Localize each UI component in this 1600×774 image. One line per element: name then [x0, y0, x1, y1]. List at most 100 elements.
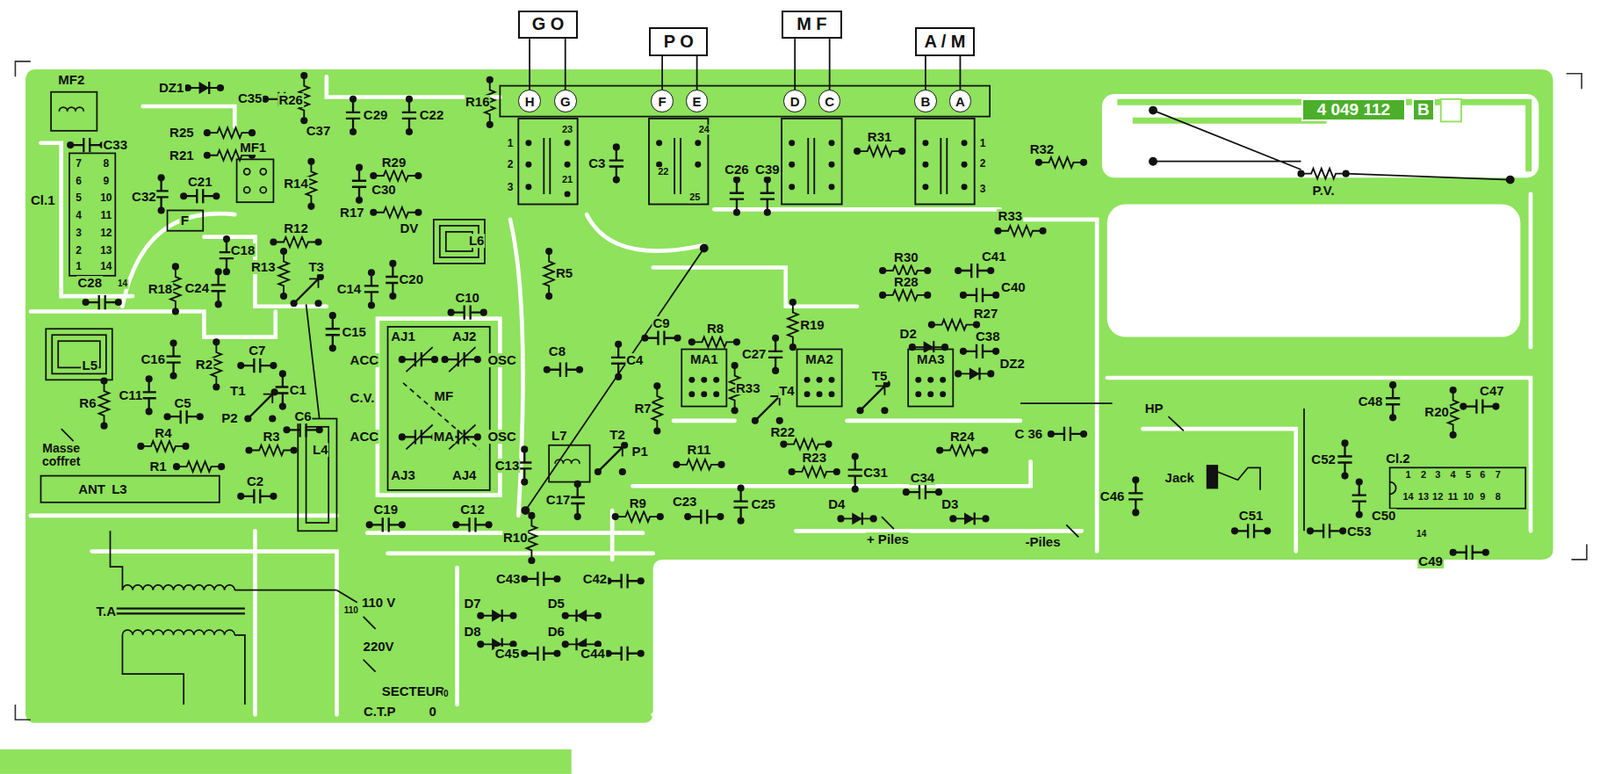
component-label: 14 [1415, 528, 1428, 539]
board-ref-tag: B [1412, 98, 1435, 122]
component-label: 24 [698, 124, 711, 136]
component-label: ACC [349, 429, 381, 444]
terminal-circle: G [554, 89, 577, 113]
component-label: 8 [102, 158, 111, 170]
component-label: C 36 [1013, 426, 1044, 441]
component-label: C35 [237, 91, 264, 106]
component-label: R1 [149, 459, 168, 474]
component-label: P2 [220, 411, 238, 426]
component-label: OSC [486, 429, 518, 444]
selector-wire [959, 56, 962, 90]
terminal-circle: H [518, 89, 541, 113]
selector-switches [518, 99, 1462, 205]
component-label: T1 [229, 383, 247, 398]
component-label: D2 [899, 326, 918, 341]
component-label: R17 [338, 205, 366, 220]
component-label: R30 [893, 250, 920, 265]
component-label: C18 [230, 243, 257, 258]
selector-wire [564, 38, 567, 90]
component-label: C30 [370, 182, 397, 197]
node-text: G [560, 93, 571, 109]
component-label: Cl.1 [29, 193, 57, 208]
component-label: R16 [464, 94, 491, 109]
component-label: R26 [277, 93, 304, 108]
component-label: D7 [462, 596, 482, 611]
component-label: 110 V [360, 595, 397, 610]
component-label: C37 [305, 123, 332, 138]
component-label: 2 [979, 158, 988, 170]
component-label: T4 [778, 383, 796, 398]
component-label: C14 [336, 281, 363, 296]
component-label: R18 [147, 281, 174, 296]
component-label: C4 [625, 353, 644, 368]
component-label: C13 [494, 458, 521, 473]
component-label: 7 [1494, 470, 1502, 482]
wires [109, 86, 1514, 705]
component-label: DZ1 [158, 80, 185, 95]
component-label: Masse coffret [32, 442, 91, 469]
component-label: 23 [561, 124, 574, 136]
component-label: D6 [547, 624, 566, 639]
component-label: AJ2 [451, 330, 478, 345]
component-label: C50 [1370, 508, 1398, 523]
component-label: R25 [168, 125, 195, 140]
component-label: C47 [1478, 383, 1506, 398]
component-label: R9 [628, 496, 648, 511]
component-label: + Piles [865, 532, 910, 547]
node-text: P O [663, 31, 694, 52]
component-label: T5 [871, 368, 889, 383]
component-label: C29 [362, 108, 390, 123]
component-label: 8 [1494, 491, 1502, 503]
component-label: D3 [940, 497, 959, 512]
component-label: C25 [749, 497, 777, 512]
terminal-circle: C [818, 89, 842, 113]
component-label: R28 [893, 274, 920, 289]
component-label: R10 [502, 530, 529, 545]
component-label: C1 [288, 382, 308, 397]
component-label: Jack [1164, 470, 1196, 485]
band-box: A / M [915, 27, 974, 57]
component-label: C41 [980, 249, 1008, 264]
component-label: C40 [1000, 280, 1027, 295]
component-label: 25 [688, 193, 701, 204]
component-label: C32 [130, 189, 158, 204]
node-text: G O [532, 14, 565, 35]
component-label: 6 [1478, 470, 1486, 482]
component-label: C46 [1099, 489, 1126, 504]
component-label: MA1 [689, 352, 720, 367]
component-label: 14 [1401, 491, 1414, 503]
band-box: P O [648, 27, 708, 57]
component-label: C7 [247, 343, 267, 358]
component-label: MA [432, 429, 455, 444]
node-text: H [525, 93, 535, 109]
component-label: C8 [547, 344, 567, 359]
component-label: 10 [1462, 491, 1475, 503]
capacitors [66, 92, 1500, 661]
terminal-circle: D [783, 89, 807, 113]
component-label: 12 [1431, 491, 1444, 503]
component-label: R23 [801, 450, 829, 465]
component-label: MA2 [804, 352, 835, 367]
component-label: C28 [76, 275, 103, 290]
band-box: M F [781, 10, 843, 40]
terminal-circle: B [914, 89, 937, 113]
component-label: R33 [735, 381, 762, 396]
component-label: C38 [974, 330, 1002, 345]
component-label: R22 [769, 425, 796, 440]
component-label: 4 [1449, 470, 1457, 482]
component-label: F [180, 213, 190, 228]
node-text: C [824, 93, 835, 109]
node-text: B [921, 93, 931, 109]
component-label: DV [399, 221, 420, 236]
component-label: C33 [102, 137, 130, 152]
component-label: C49 [1417, 554, 1444, 569]
component-label: 13 [1417, 491, 1430, 503]
component-label: R7 [633, 401, 652, 416]
component-label: R4 [153, 425, 173, 440]
component-label: C6 [294, 409, 313, 424]
component-label: 5 [74, 192, 83, 204]
node-text: F [658, 93, 667, 109]
component-label: R20 [1423, 405, 1450, 420]
component-label: 14 [116, 279, 129, 289]
